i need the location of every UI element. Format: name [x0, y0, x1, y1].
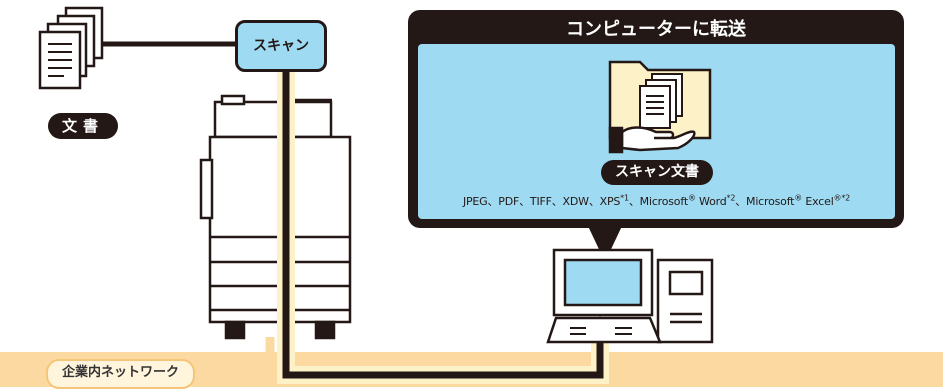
scanned-folder-icon [608, 60, 712, 154]
document-label: 文書 [48, 113, 118, 139]
callout-pointer [588, 226, 622, 262]
scanned-document-label: スキャン文書 [601, 160, 713, 185]
network-label: 企業内ネットワーク [46, 359, 196, 389]
computer-icon [546, 248, 714, 344]
hand-icon [608, 126, 696, 154]
multifunction-printer-icon [199, 94, 352, 340]
document-stack-icon [38, 6, 104, 90]
supported-formats-text: JPEG、PDF、TIFF、XDW、XPS*1、Microsoft® Word*… [462, 193, 851, 208]
scan-box: スキャン [235, 20, 327, 72]
transfer-title: コンピューターに転送 [566, 19, 746, 40]
data-flow-path [277, 72, 609, 384]
